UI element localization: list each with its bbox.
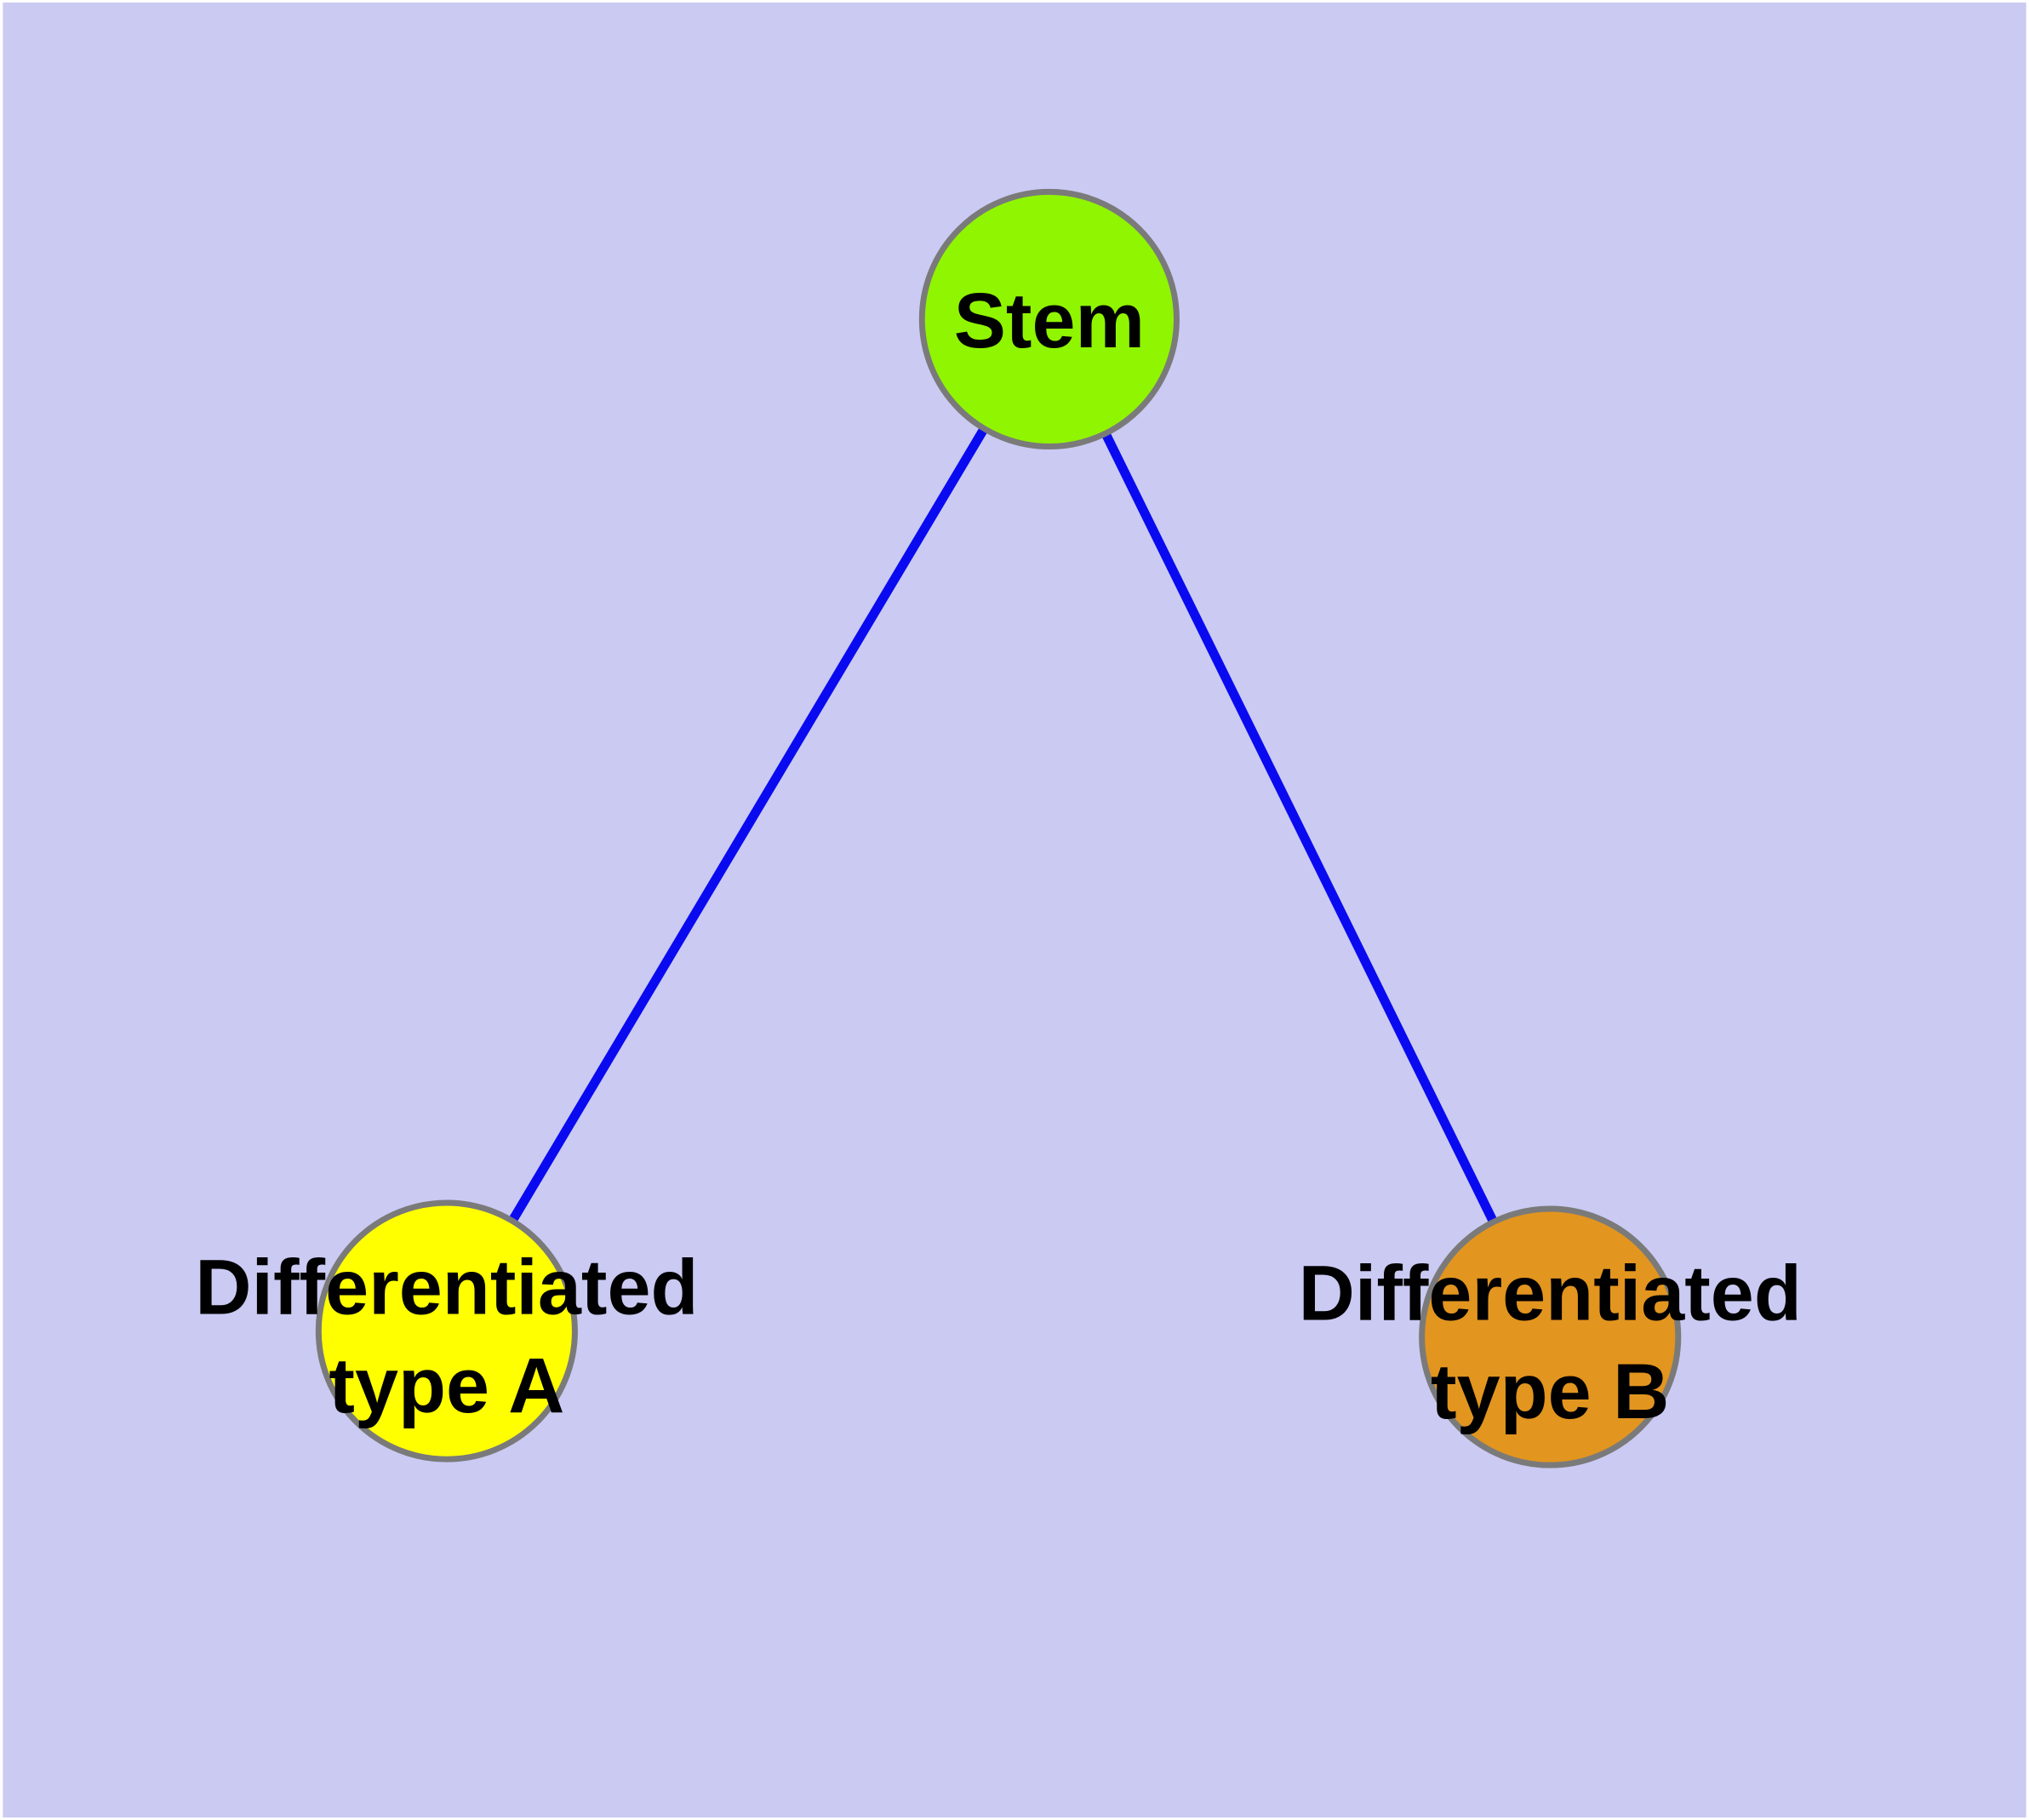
- node-typeB-label-line: Differentiated: [1299, 1250, 1802, 1336]
- node-stem-circle: [918, 188, 1180, 450]
- node-typeB-label: Differentiated type B: [1299, 1250, 1802, 1435]
- node-stem-label: Stem: [954, 278, 1145, 364]
- node-typeA-label: Differentiated type A: [195, 1244, 698, 1429]
- node-typeB-circle: [1419, 1205, 1682, 1468]
- edges-layer: [443, 317, 1555, 1340]
- node-typeA-label-line: type A: [329, 1342, 564, 1429]
- edge-stem-typeA: [443, 317, 1054, 1334]
- node-typeB: Differentiated type B: [1299, 1205, 1802, 1468]
- node-stem: Stem: [918, 188, 1180, 450]
- node-typeA-label-line: Differentiated: [195, 1244, 698, 1331]
- node-typeB-label-line: type B: [1431, 1348, 1669, 1435]
- node-typeA-circle: [315, 1199, 578, 1462]
- node-typeA: Differentiated type A: [195, 1199, 699, 1462]
- edge-stem-typeB: [1044, 317, 1555, 1340]
- node-stem-label-line: Stem: [954, 278, 1145, 364]
